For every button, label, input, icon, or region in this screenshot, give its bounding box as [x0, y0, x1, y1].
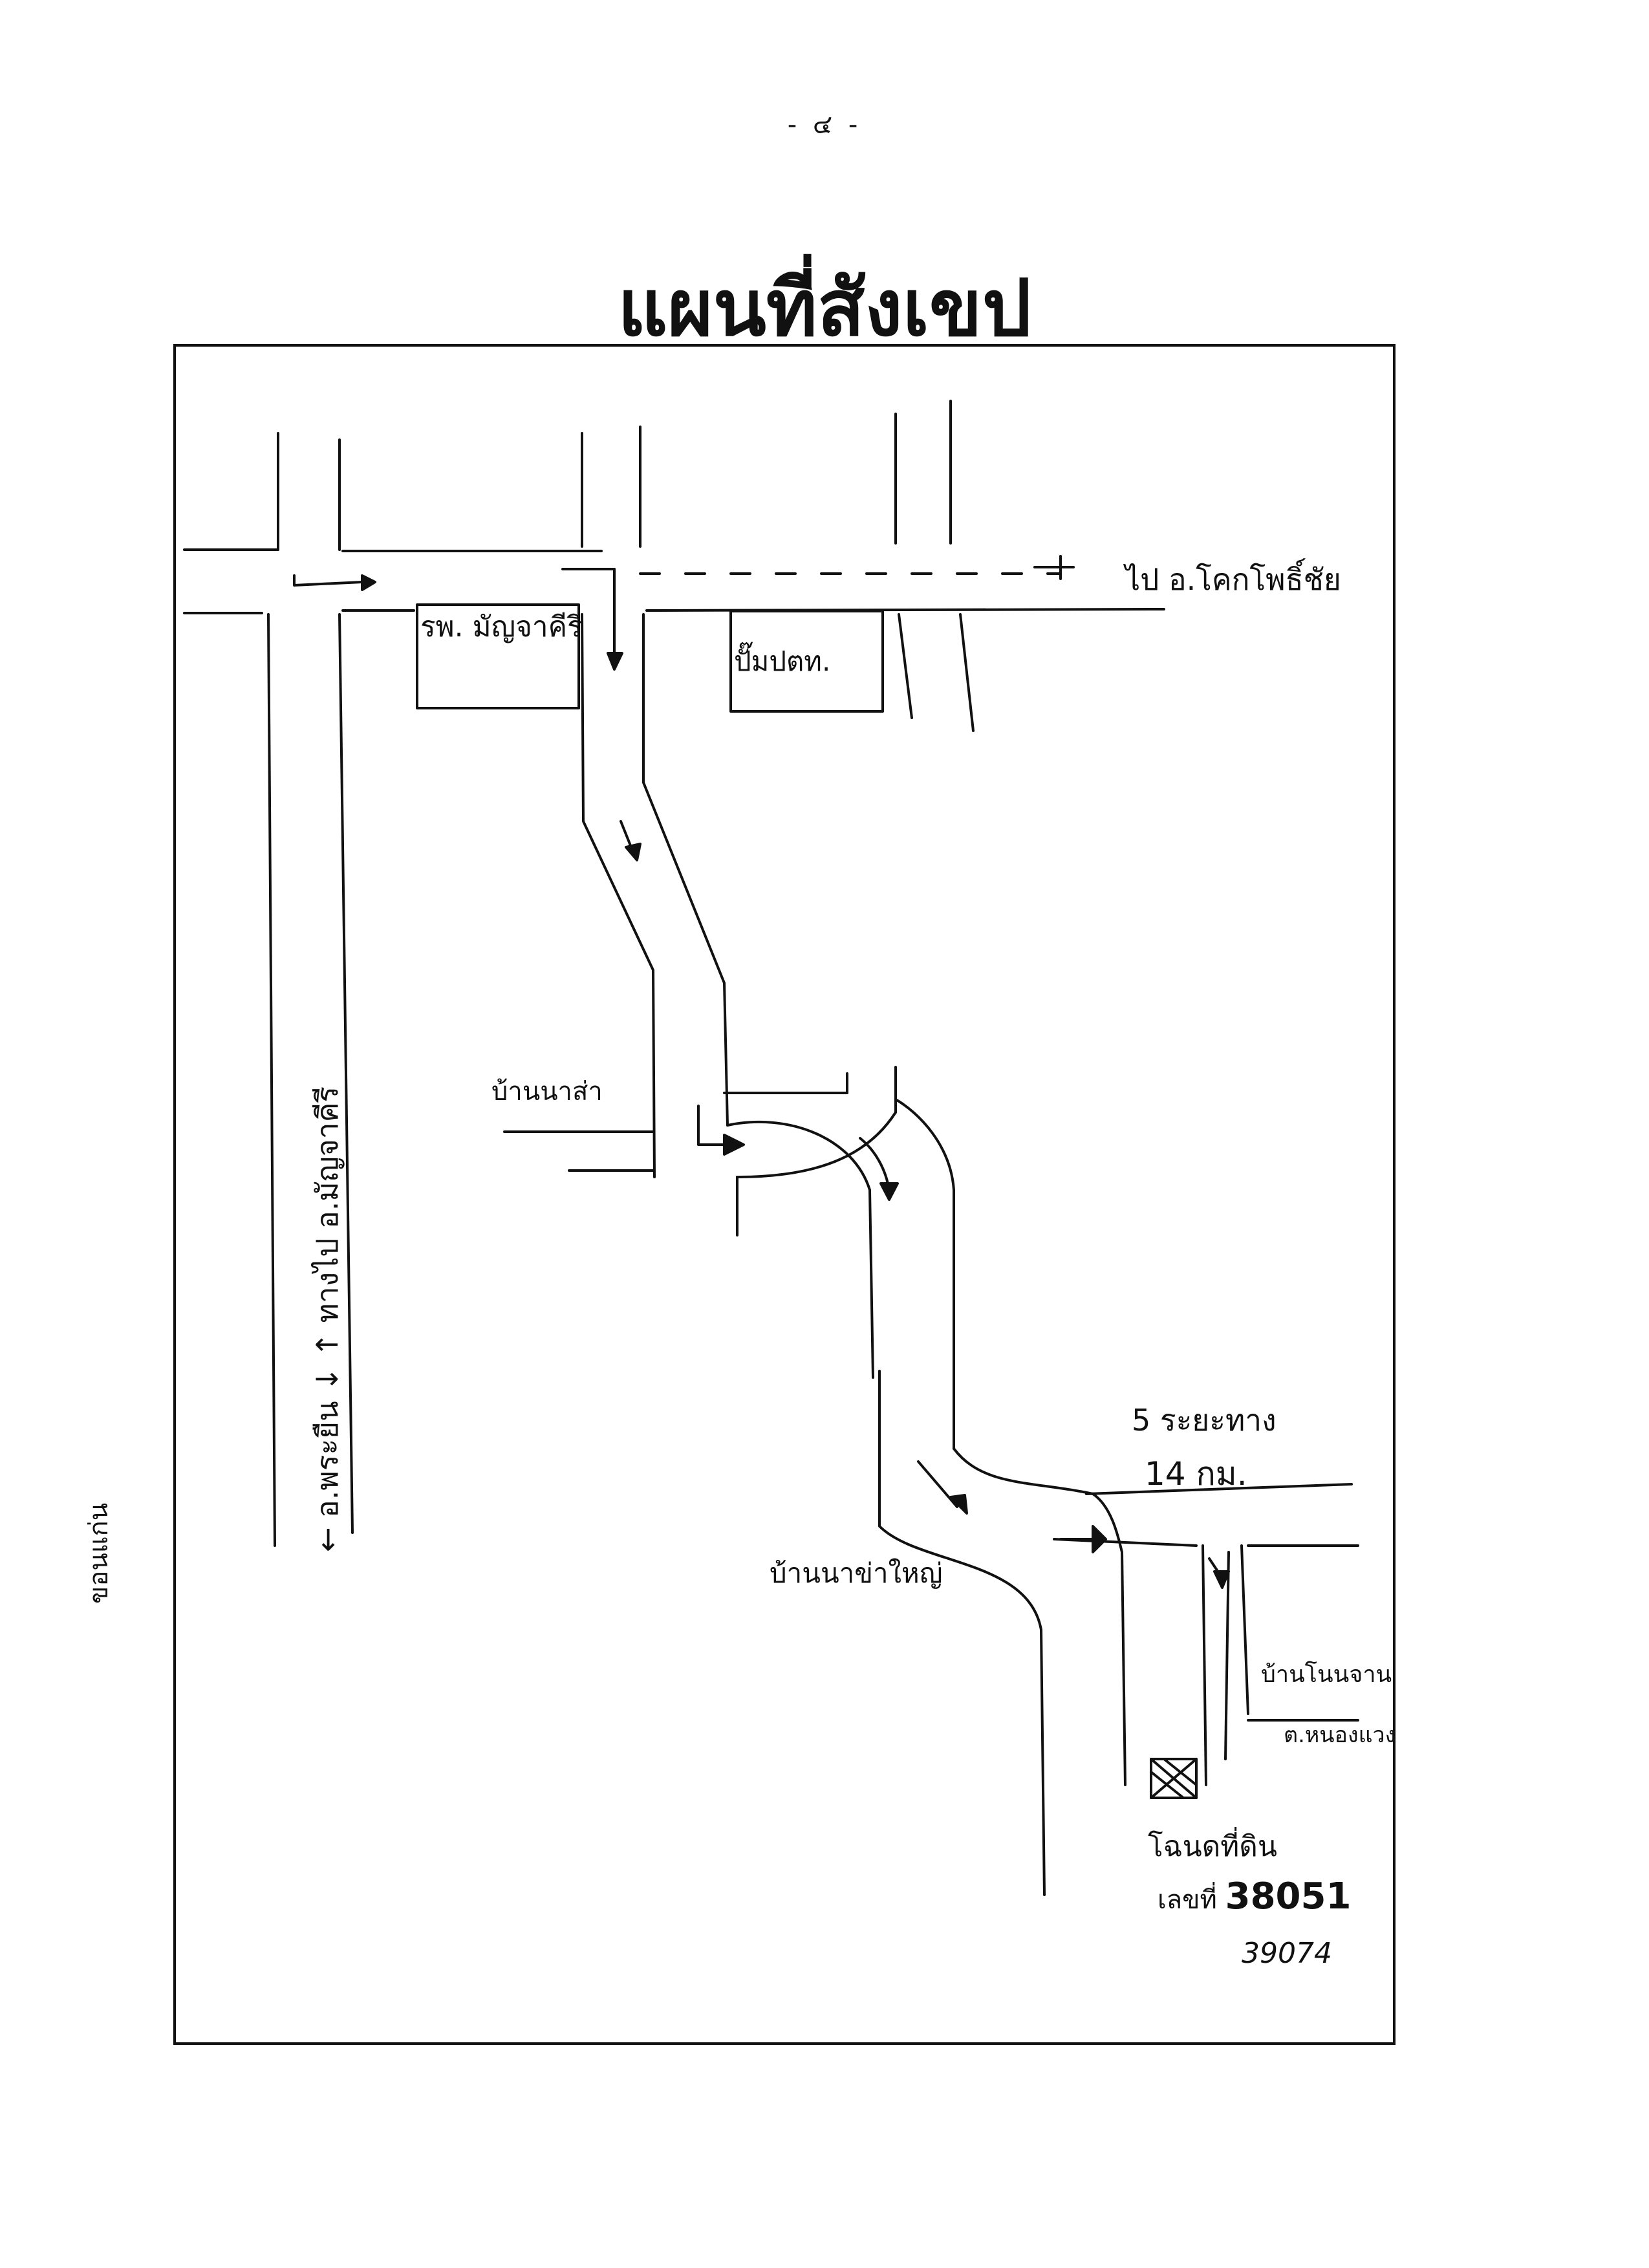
- ban-non-jan-label: บ้านโนนจาน: [1261, 1661, 1392, 1688]
- destination-label: ไป อ.โคกโพธิ์ชัย: [1125, 562, 1341, 597]
- ban-na-sa-label: บ้านนาส่า: [491, 1077, 603, 1107]
- hospital-label: รพ. มัญจาคีรี: [420, 610, 583, 643]
- left-road-label: ← อ.พระยืน ↓ ↑ ทางไป อ.มัญจาคีรี: [310, 1086, 345, 1552]
- tambon-label: ต.หนองแวง: [1284, 1722, 1396, 1748]
- second-number: 39074: [1242, 1937, 1332, 1970]
- route-arrows: [293, 555, 1230, 1589]
- page-number: - ๔ -: [787, 110, 862, 140]
- map-title: แผนที่สังเขป: [618, 264, 1031, 354]
- khon-kaen-label: ขอนแก่น: [84, 1502, 114, 1604]
- distance-line1: 5 ระยะทาง: [1132, 1403, 1277, 1438]
- ban-na-kha-yai-label: บ้านนาข่าใหญ่: [770, 1557, 943, 1589]
- distance-line2: 14 กม.: [1145, 1455, 1247, 1493]
- plot-label: โฉนดที่ดิน: [1148, 1830, 1277, 1863]
- land-plot-marker-icon: [1150, 1758, 1198, 1799]
- deed-number: 38051: [1225, 1875, 1352, 1917]
- gas-station-label: ปั๊มปตท.: [734, 645, 831, 677]
- road-lines: [183, 400, 1359, 1896]
- map-frame: [173, 344, 1396, 2045]
- deed-prefix: เลขที่: [1158, 1885, 1217, 1915]
